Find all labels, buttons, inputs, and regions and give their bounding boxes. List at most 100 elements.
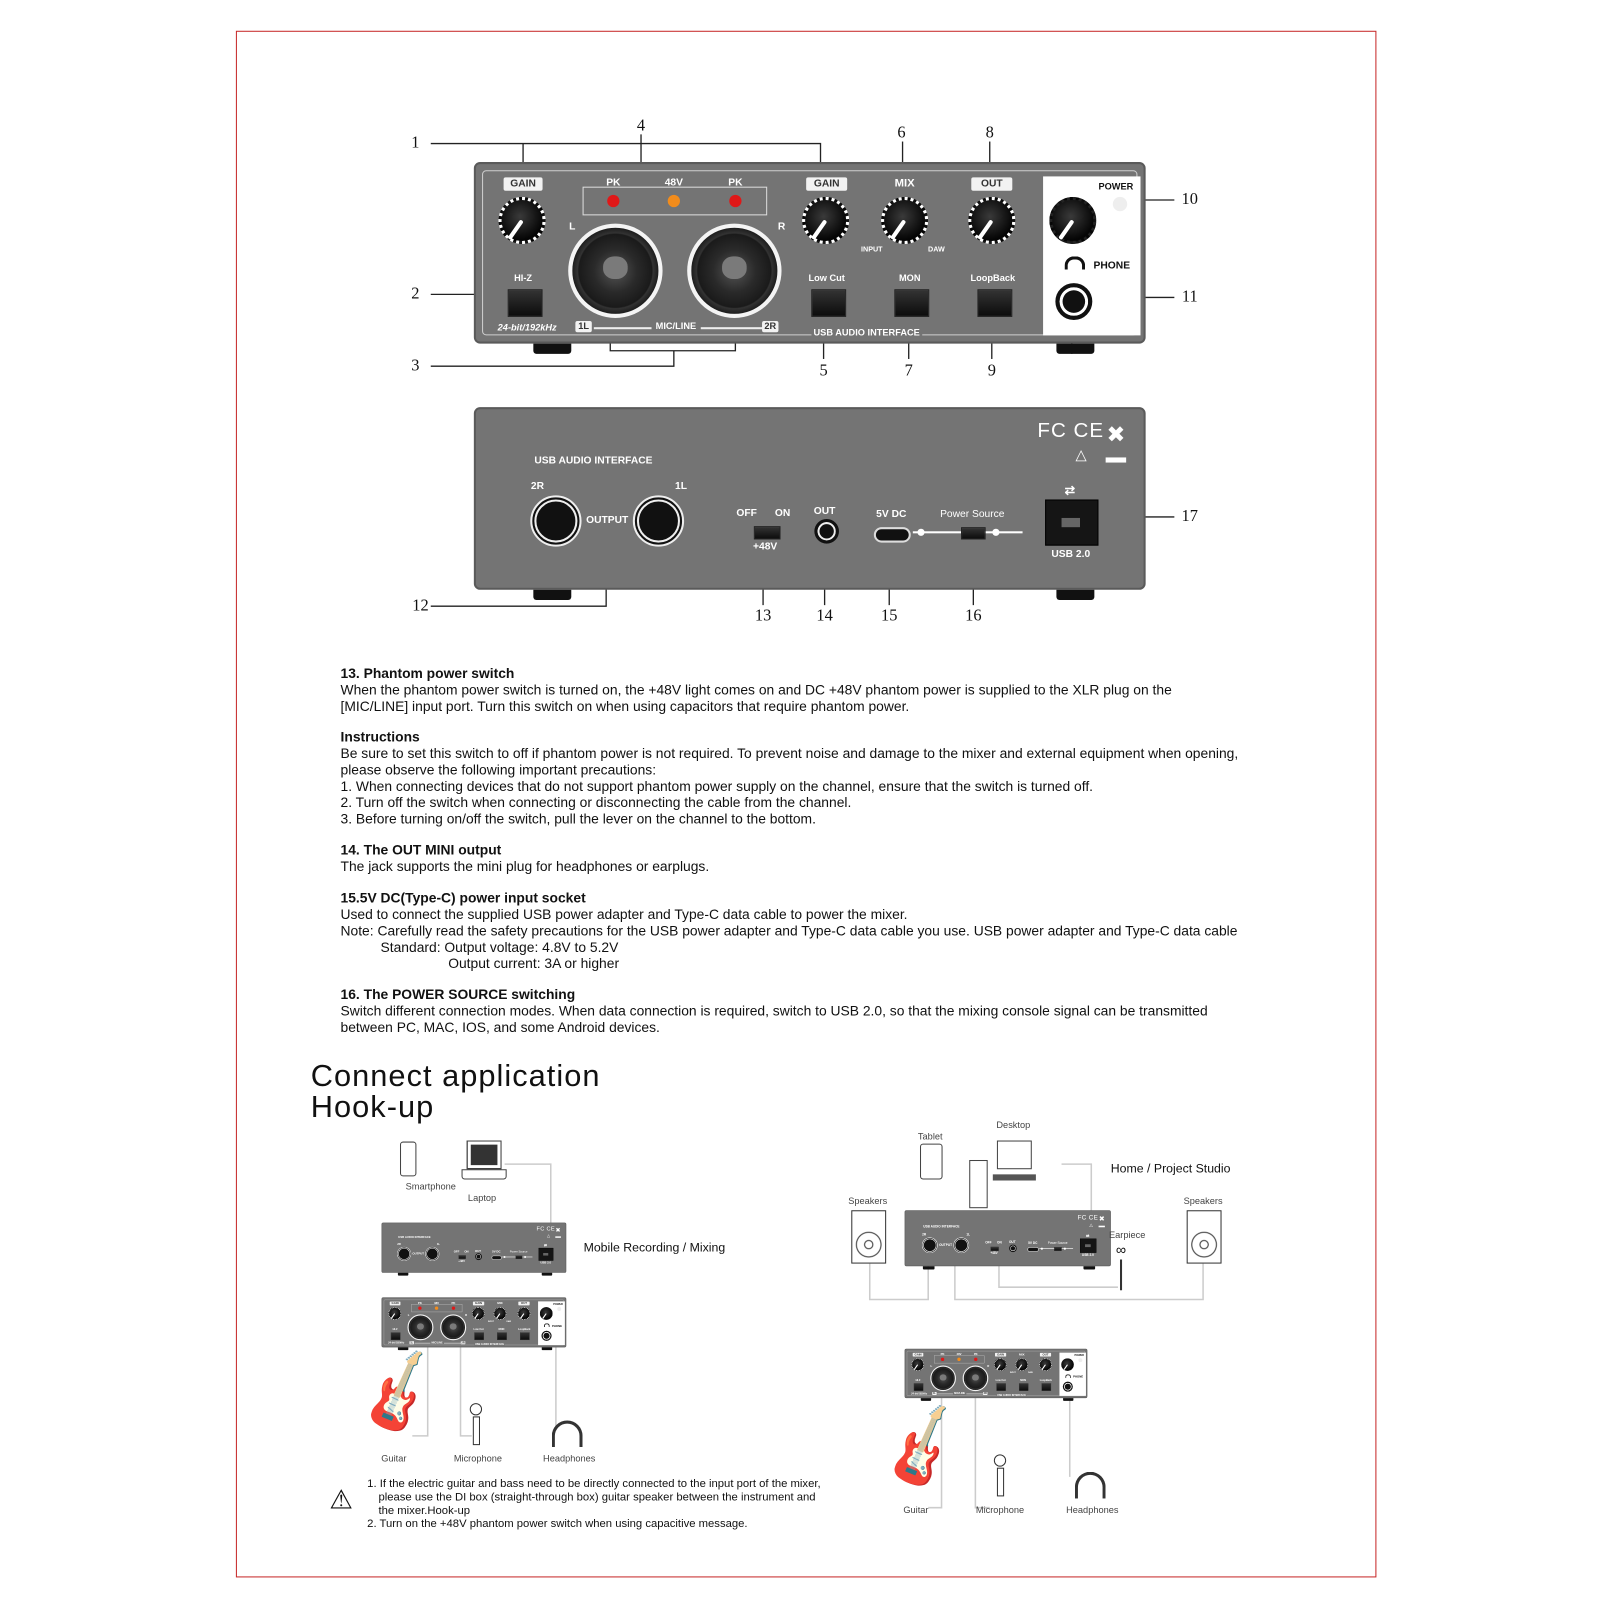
headphone-jack[interactable] <box>1062 1381 1073 1392</box>
output-2r-jack[interactable] <box>530 495 582 547</box>
weee-bar <box>1105 457 1127 463</box>
combo-input-2[interactable] <box>440 1314 467 1341</box>
mon-button[interactable] <box>1018 1383 1029 1391</box>
pk-left-label: PK <box>417 1301 422 1305</box>
foot <box>920 1398 932 1401</box>
combo-input-2[interactable] <box>962 1365 989 1392</box>
gain-right-label: GAIN <box>472 1301 485 1306</box>
out-knob[interactable] <box>966 194 1018 247</box>
usb-symbol-icon: ⇄ <box>1064 483 1075 498</box>
weee-bin-icon: ✖ <box>1106 421 1126 448</box>
output-2r-jack[interactable] <box>397 1246 412 1261</box>
usb-b-port[interactable] <box>538 1247 554 1261</box>
note-text: please use the DI box (straight-through … <box>378 1491 816 1504</box>
output-label: OUTPUT <box>939 1243 953 1247</box>
microphone-handle <box>996 1467 1005 1497</box>
usb-c-port[interactable] <box>873 527 911 543</box>
out-knob[interactable] <box>516 1306 532 1321</box>
mix-knob[interactable] <box>492 1306 508 1321</box>
brand-label: USB AUDIO INTERFACE <box>811 327 922 338</box>
combo-input-1[interactable] <box>930 1365 956 1392</box>
output-1l-jack[interactable] <box>953 1237 970 1254</box>
output-2r-jack[interactable] <box>921 1237 938 1254</box>
usb-c-port[interactable] <box>1027 1247 1039 1252</box>
left-channel-label: L <box>930 1364 933 1368</box>
mini-out-jack[interactable] <box>1009 1244 1017 1253</box>
phantom-off-label: OFF <box>453 1250 460 1254</box>
combo-input-1[interactable] <box>568 223 663 318</box>
pk-left-led <box>607 194 620 208</box>
gain-left-knob[interactable] <box>387 1306 402 1321</box>
pk-right-label: PK <box>973 1352 978 1356</box>
power-source-switch[interactable] <box>515 1255 523 1259</box>
microphone-label: Microphone <box>975 1504 1025 1515</box>
output-1l-label: 1L <box>966 1232 971 1237</box>
speakers-right-label: Speakers <box>1183 1195 1223 1207</box>
gain-left-knob[interactable] <box>496 194 548 247</box>
output-2r-label: 2R <box>397 1242 401 1246</box>
daw-label: DAW <box>506 1320 512 1323</box>
foot <box>397 1347 409 1351</box>
gain-right-knob[interactable] <box>799 194 852 247</box>
hiz-label: HI-Z <box>392 1327 398 1331</box>
spec-label: 24-bit/192kHz <box>388 1341 405 1345</box>
power-led <box>1112 196 1128 212</box>
phantom-power-switch[interactable] <box>458 1255 466 1259</box>
mix-knob[interactable] <box>878 194 931 247</box>
mix-knob[interactable] <box>1014 1357 1029 1372</box>
phantom-off-label: OFF <box>985 1241 992 1245</box>
hiz-button[interactable] <box>390 1332 401 1341</box>
gain-right-knob[interactable] <box>993 1357 1008 1372</box>
phone-volume-knob[interactable] <box>1060 1357 1075 1372</box>
power-source-switch[interactable] <box>1054 1247 1062 1251</box>
power-source-switch[interactable] <box>961 527 986 540</box>
out-knob[interactable] <box>1038 1357 1053 1372</box>
phone-volume-knob[interactable] <box>539 1306 554 1321</box>
usb-b-port[interactable] <box>1045 499 1099 546</box>
mon-button[interactable] <box>497 1332 507 1341</box>
phone-label: PHONE <box>1093 260 1131 272</box>
headphone-jack[interactable] <box>1055 283 1093 320</box>
headphone-jack[interactable] <box>541 1330 552 1341</box>
phantom-power-switch[interactable] <box>990 1246 999 1251</box>
hiz-button[interactable] <box>913 1383 924 1391</box>
mix-label: MIX <box>894 177 915 190</box>
phantom-on-label: ON <box>464 1250 469 1254</box>
low-cut-button[interactable] <box>474 1332 484 1341</box>
loopback-button[interactable] <box>520 1332 530 1341</box>
dc-label: 5V DC <box>876 508 907 520</box>
usb-b-port[interactable] <box>1079 1238 1097 1253</box>
note-text: the mixer.Hook-up <box>378 1504 471 1517</box>
gain-left-label: GAIN <box>389 1301 401 1306</box>
low-cut-button[interactable] <box>811 289 847 317</box>
loopback-button[interactable] <box>977 289 1013 317</box>
combo-input-2[interactable] <box>687 223 782 318</box>
desktop-label: Desktop <box>996 1119 1031 1131</box>
48v-label: 48V <box>434 1301 440 1305</box>
rear-panel: USB AUDIO INTERFACE 2R 1L OUTPUT OFF ON … <box>381 1222 567 1276</box>
section-15-text: Used to connect the supplied USB power a… <box>340 906 908 923</box>
phone-volume-knob[interactable] <box>1047 194 1099 247</box>
hiz-button[interactable] <box>507 289 543 317</box>
mon-button[interactable] <box>894 289 930 317</box>
power-source-label: Power Source <box>509 1250 528 1254</box>
low-cut-button[interactable] <box>996 1383 1006 1391</box>
mini-out-jack[interactable] <box>475 1253 482 1261</box>
gain-right-knob[interactable] <box>471 1306 486 1321</box>
output-1l-jack[interactable] <box>425 1246 440 1261</box>
mini-out-jack[interactable] <box>814 518 839 544</box>
gain-left-knob[interactable] <box>910 1357 925 1372</box>
channel-1-badge: 1L <box>932 1391 937 1396</box>
phantom-on-label: ON <box>774 507 791 519</box>
callout-16: 16 <box>965 607 982 625</box>
loopback-button[interactable] <box>1041 1383 1052 1391</box>
phantom-power-switch[interactable] <box>753 526 781 540</box>
mini-out-label: OUT <box>813 505 836 517</box>
power-source-label: Power Source <box>940 508 1005 520</box>
headphones-label: Headphones <box>543 1453 596 1464</box>
output-1l-jack[interactable] <box>632 495 685 547</box>
combo-input-1[interactable] <box>407 1314 434 1341</box>
usb-c-port[interactable] <box>491 1255 502 1260</box>
power-label: POWER <box>1098 181 1134 192</box>
